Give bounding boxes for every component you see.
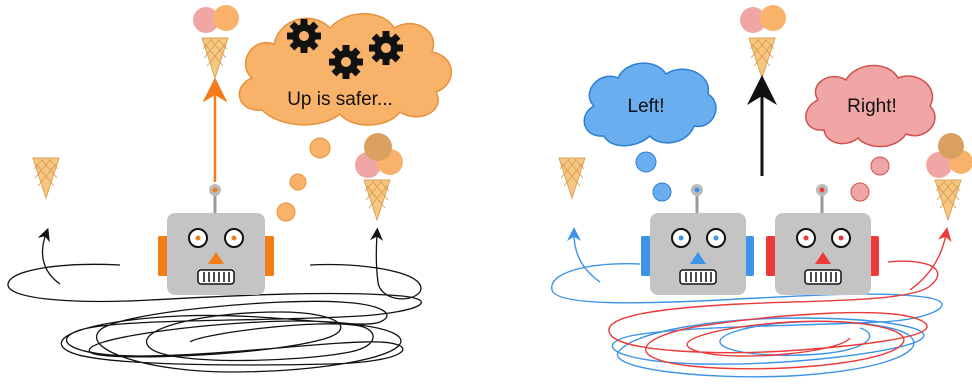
robot-icon <box>641 184 754 295</box>
thought-cloud-icon: Left! <box>583 62 717 147</box>
ice-cream-cone-icon <box>355 133 403 221</box>
ice-cream-cone-icon <box>558 157 586 199</box>
gear-icon <box>287 19 321 53</box>
red-thought-text: Right! <box>847 96 897 117</box>
ice-cream-cone-icon <box>32 157 60 199</box>
blue-thought-text: Left! <box>628 96 665 117</box>
robot-icon <box>766 184 879 295</box>
gear-icon <box>369 31 403 65</box>
right-panel: Left! Right! <box>551 5 972 378</box>
ice-cream-cone-icon <box>926 133 972 221</box>
left-panel: Up is safer... <box>7 5 453 373</box>
thought-cloud-icon: Right! <box>805 64 936 148</box>
gear-icon <box>329 45 363 79</box>
ice-cream-cone-icon <box>193 5 239 79</box>
red-path <box>608 260 939 370</box>
tangled-path <box>7 263 422 373</box>
thought-text: Up is safer... <box>287 89 393 110</box>
thought-cloud-icon: Up is safer... <box>238 13 453 126</box>
ice-cream-cone-icon <box>740 5 786 79</box>
robot-icon <box>158 184 274 295</box>
